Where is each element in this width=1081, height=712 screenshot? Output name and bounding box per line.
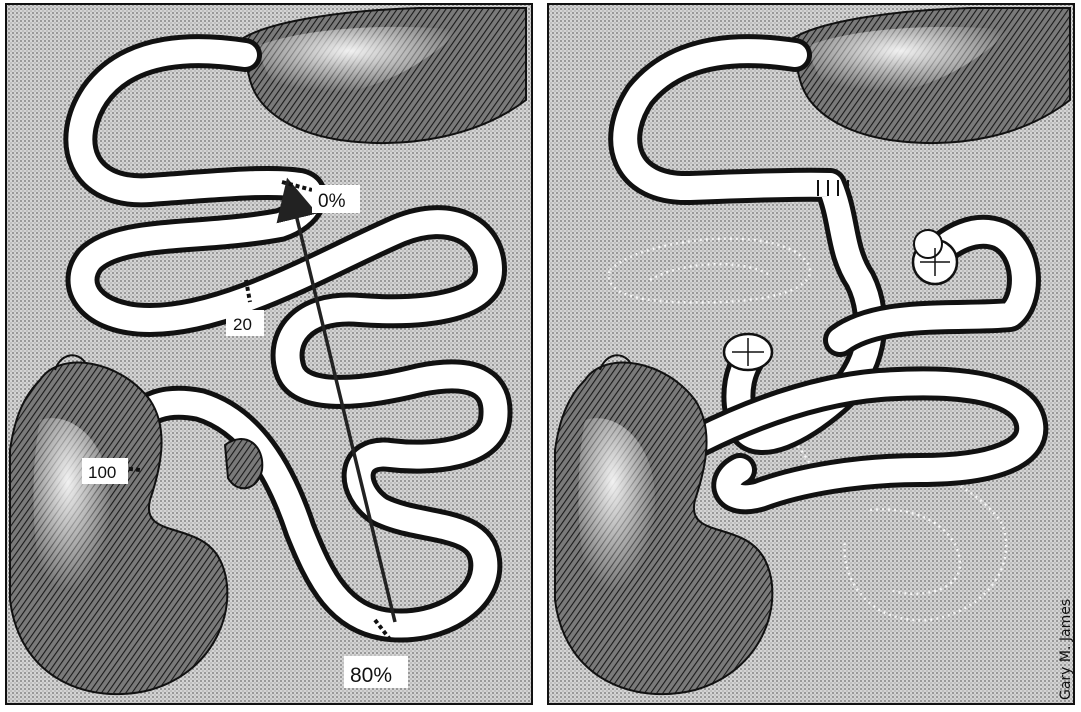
label-20-text: 20: [233, 315, 252, 334]
artist-signature: Gary M. James: [1058, 599, 1074, 700]
left-panel: 0% 20 100 80%: [6, 4, 532, 704]
right-panel: Gary M. James: [548, 4, 1074, 704]
label-80-percent: 80%: [344, 656, 408, 688]
label-20: 20: [226, 310, 264, 336]
label-0-percent-text: 0%: [318, 191, 346, 212]
label-0-percent: 0%: [312, 185, 360, 213]
label-100-text: 100: [88, 463, 116, 482]
label-100: 100: [82, 458, 128, 484]
label-80-percent-text: 80%: [350, 664, 392, 687]
stoma-lower: [724, 334, 772, 370]
